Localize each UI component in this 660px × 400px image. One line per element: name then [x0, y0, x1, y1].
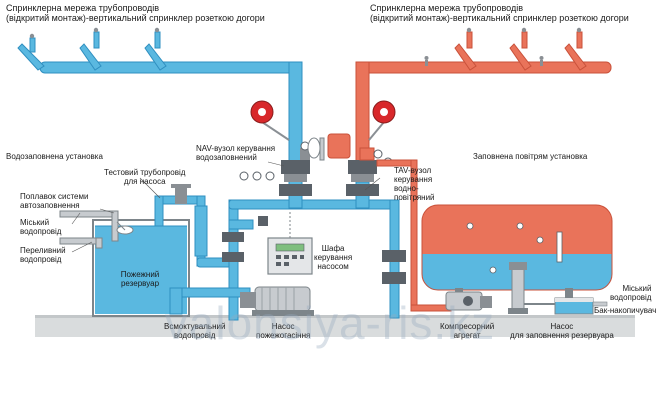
fire-tank-wall	[92, 219, 190, 317]
label-air-install: Заповнена повітрям установка	[473, 152, 588, 161]
storage-tank	[554, 297, 608, 315]
right-sprinkler-network	[355, 27, 612, 183]
left-sprinkler-heads	[29, 27, 160, 39]
distribution-valves	[222, 216, 406, 284]
label-storage-tank: Бак-накопичувач	[594, 306, 657, 315]
fill-pump-unit	[508, 262, 528, 314]
fire-pump	[240, 286, 314, 316]
label-fire-pump: Насос пожежогасіння	[256, 322, 311, 340]
nav-valve-group	[279, 141, 312, 196]
left-sprinkler-network	[17, 27, 303, 183]
label-tav-node: TAV-вузол керування водно- повітряний	[394, 166, 435, 202]
watermark: valonsiya-ris.kz	[164, 297, 496, 349]
test-valve	[171, 184, 191, 204]
tav-valve-group	[327, 133, 379, 196]
float-valve-assembly	[59, 210, 134, 242]
label-city-water-left: Міський водопровід	[20, 218, 62, 236]
label-pump-cabinet: Шафа керування насосом	[314, 244, 353, 271]
alarm-gauge-right	[368, 100, 396, 141]
label-fire-tank: Пожежний резервуар	[120, 270, 160, 288]
label-network-left: Спринклерна мережа трубопроводів (відкри…	[6, 3, 265, 23]
pump-control-cabinet	[267, 210, 313, 275]
label-compressor: Компресорний агрегат	[440, 322, 495, 340]
compressor-unit	[445, 291, 492, 311]
label-fill-pump: Насос для заповнення резервуара	[510, 322, 614, 340]
accumulator	[307, 137, 325, 161]
label-suction-pipe: Всмоктувальний водопровід	[164, 322, 226, 340]
right-small-sprinklers	[424, 56, 544, 66]
label-water-install: Водозаповнена установка	[6, 152, 103, 161]
alarm-gauge-left	[250, 100, 290, 141]
right-main-pipe	[355, 61, 612, 74]
right-sprinkler-heads	[466, 27, 582, 33]
label-float-valve: Поплавок системи автозаповнення	[20, 192, 89, 210]
label-test-pipe: Тестовий трубопровід для насоса	[104, 168, 186, 186]
leader-lines	[71, 161, 381, 253]
pressure-tank-air	[422, 205, 612, 254]
ground-slab-edge	[35, 315, 635, 318]
label-network-right: Спринклерна мережа трубопроводів (відкри…	[370, 3, 629, 23]
left-main-pipe	[39, 61, 303, 74]
ground-slab	[35, 317, 635, 337]
left-branches	[17, 31, 167, 71]
label-city-water-right: Міський водопровід	[610, 284, 652, 302]
label-nav-node: NAV-вузол керування водозаповнений	[196, 144, 276, 162]
overflow-pipe	[59, 237, 103, 249]
label-overflow: Переливний водопровід	[20, 246, 66, 264]
air-line	[376, 159, 452, 312]
